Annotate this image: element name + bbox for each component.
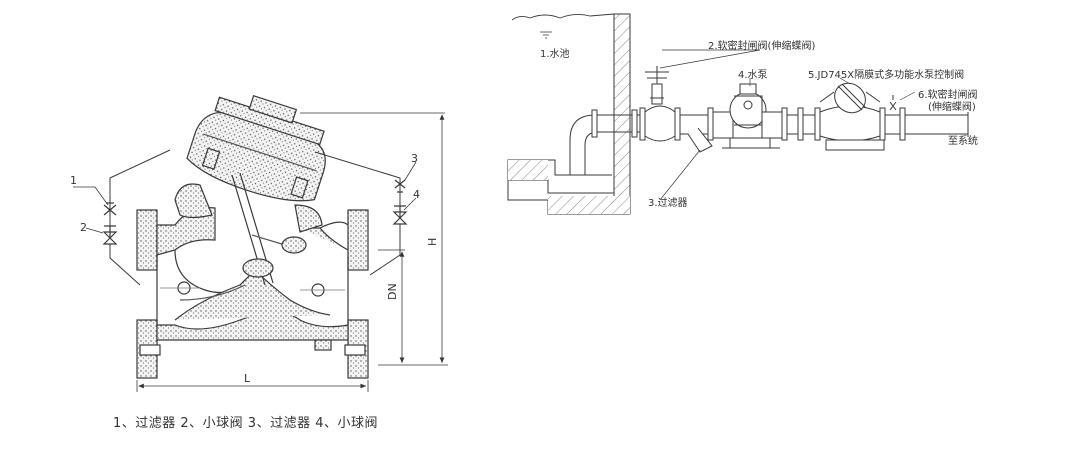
- label-water-pump: 4.水泵: [738, 69, 768, 81]
- right-flange: [344, 209, 369, 379]
- label-control-valve: 5.JD745X隔膜式多功能水泵控制阀: [808, 68, 964, 81]
- left-flange: [136, 209, 161, 379]
- dimension-lines: [136, 112, 448, 392]
- gate-valve-6: [885, 95, 906, 141]
- installation-diagram: [507, 13, 969, 215]
- valve-bonnet: [186, 94, 326, 202]
- label-soft-seal-gate-valve-6-line1: 6.软密封闸阀: [918, 88, 978, 101]
- label-water-pool: 1.水池: [540, 47, 570, 60]
- control-valve-5: [819, 82, 886, 151]
- label-soft-seal-gate-valve-6-line2: (伸缩蝶阀): [928, 100, 976, 113]
- water-pool: [507, 13, 631, 215]
- suction-pipe: [569, 109, 640, 176]
- filter-3: [394, 179, 406, 193]
- label-soft-seal-gate-valve: 2.软密封闸阀(伸缩蝶阀): [708, 39, 815, 52]
- dimension-h: H: [426, 238, 439, 246]
- gate-valve-2: [639, 66, 681, 142]
- callout-4: 4: [413, 188, 420, 201]
- y-filter-3: [680, 107, 714, 153]
- ball-valve-4: [392, 205, 408, 225]
- label-to-system: 至系统: [948, 134, 978, 147]
- flow-channel: [174, 269, 331, 321]
- dimension-l: L: [244, 372, 251, 385]
- valve-section-drawing: [73, 94, 448, 392]
- water-pump-4: [712, 83, 788, 149]
- callout-2: 2: [80, 221, 87, 234]
- outlet-pipe: [905, 112, 969, 137]
- callout-1: 1: [70, 174, 77, 187]
- callout-3: 3: [411, 152, 418, 165]
- figure-caption: 1、过滤器 2、小球阀 3、过滤器 4、小球阀: [113, 416, 378, 431]
- filter-1: [103, 202, 117, 216]
- label-filter: 3.过滤器: [648, 196, 688, 209]
- dimension-dn: DN: [386, 283, 399, 300]
- ball-valve-2: [102, 225, 118, 245]
